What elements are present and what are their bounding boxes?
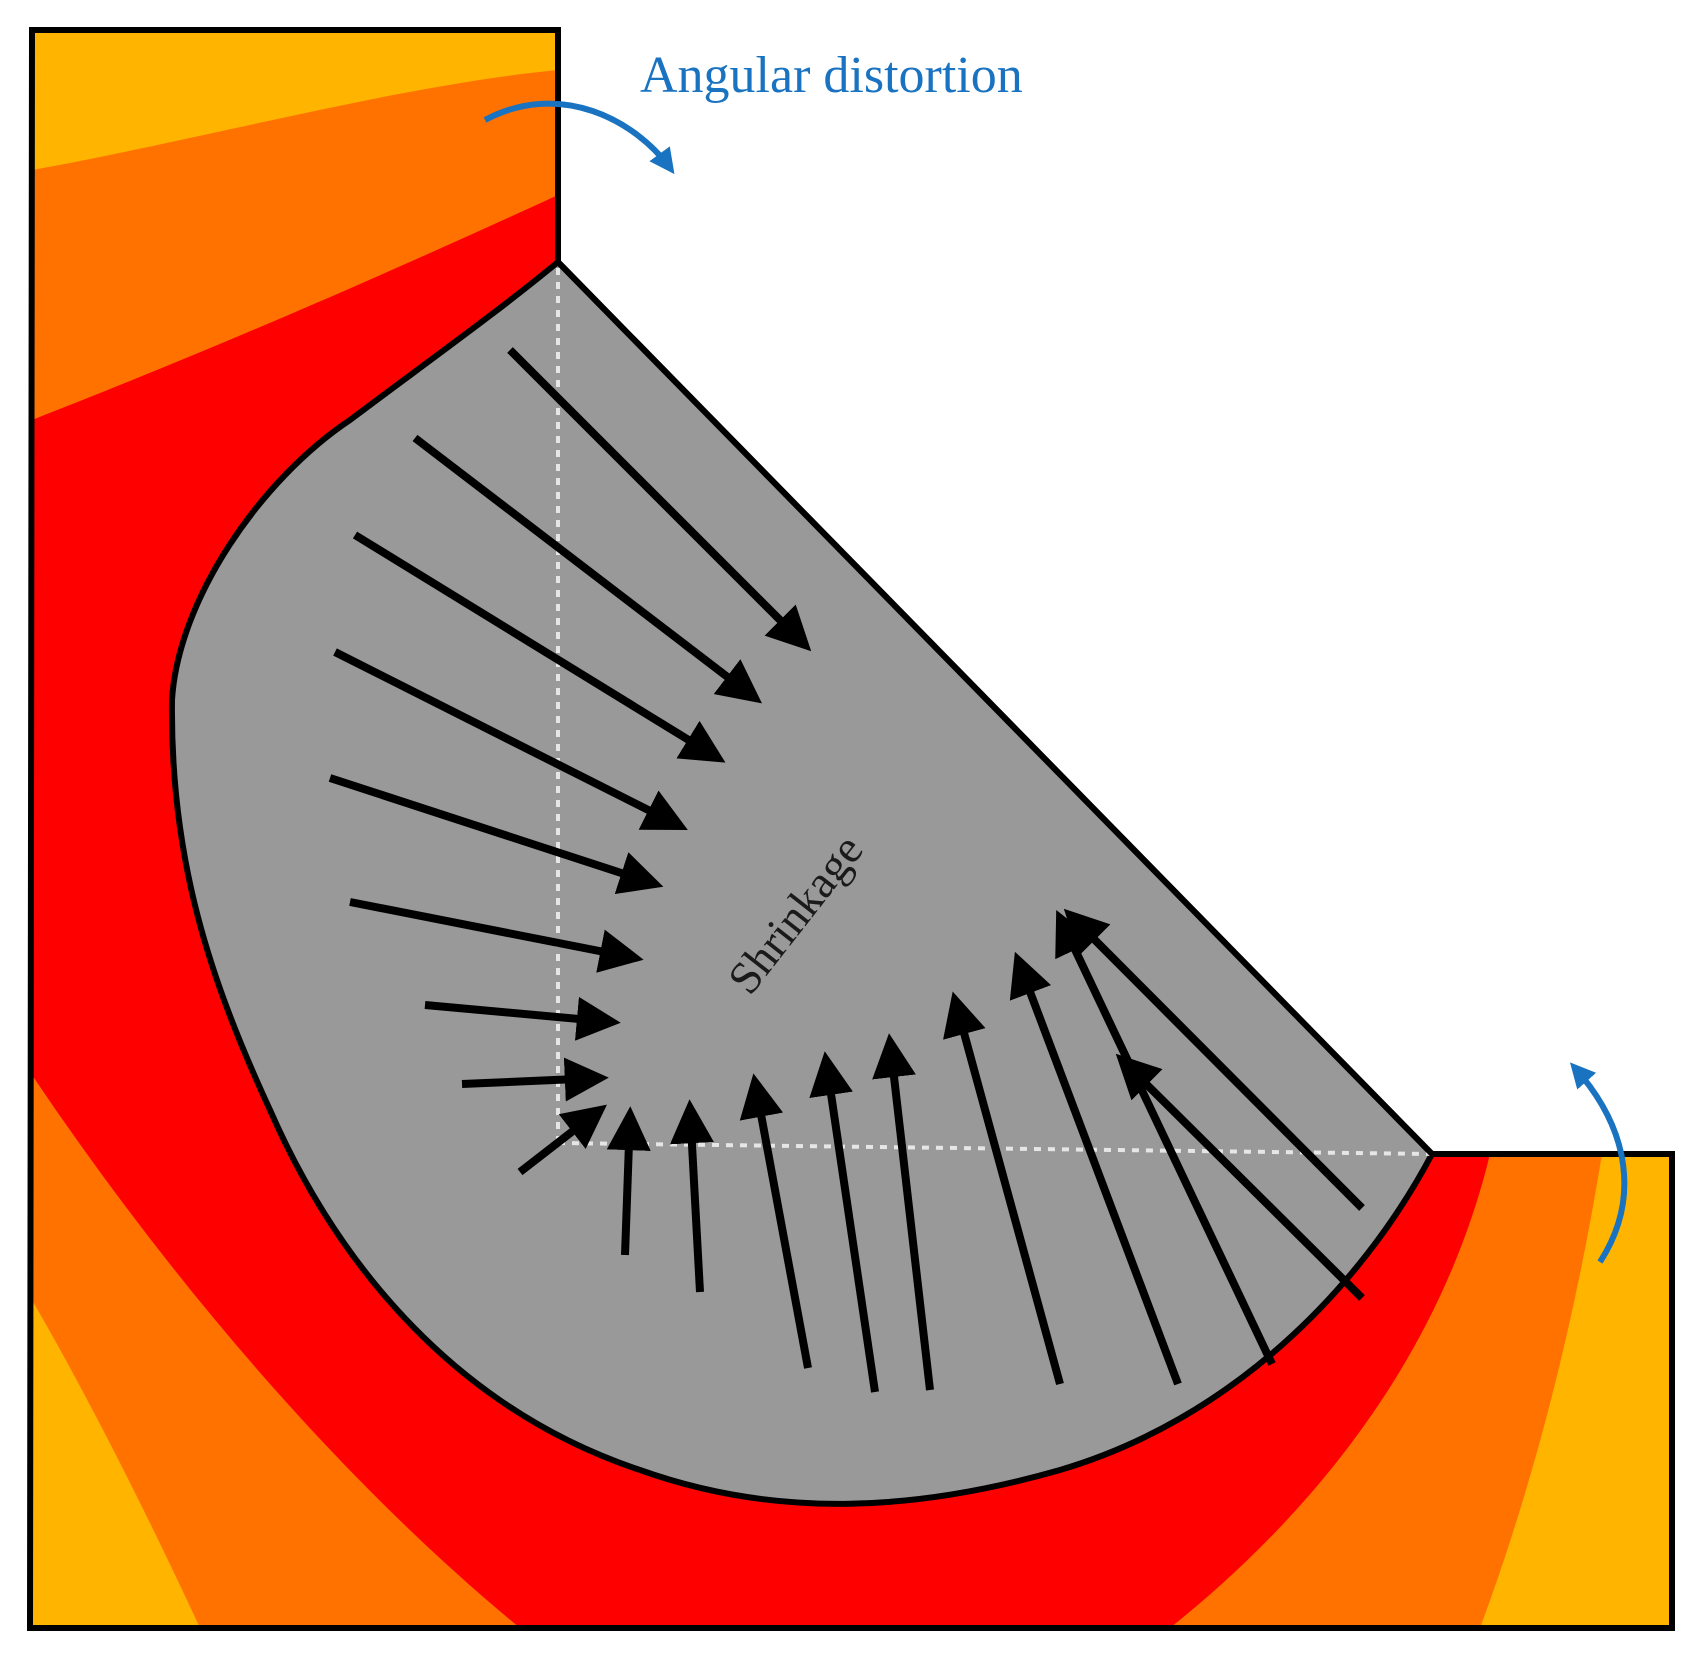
plate-outline bbox=[26, 27, 1675, 1631]
straight-arrow-icon bbox=[517, 1104, 607, 1176]
curved-arrow-icon bbox=[483, 100, 675, 175]
straight-arrow-icon bbox=[352, 531, 726, 763]
straight-arrow-icon bbox=[606, 1106, 651, 1256]
straight-arrow-icon bbox=[943, 991, 1064, 1386]
straight-arrow-icon bbox=[739, 1073, 812, 1369]
straight-arrow-icon bbox=[461, 1057, 609, 1102]
curved-arrow-icon bbox=[1569, 1062, 1628, 1264]
shrinkage-arrows bbox=[328, 347, 1365, 1393]
straight-arrow-icon bbox=[1009, 951, 1182, 1386]
straight-arrow-icon bbox=[1063, 908, 1365, 1211]
straight-arrow-icon bbox=[872, 1033, 934, 1391]
straight-arrow-icon bbox=[349, 898, 644, 973]
straight-arrow-icon bbox=[328, 774, 664, 895]
straight-arrow-icon bbox=[1055, 910, 1276, 1366]
straight-arrow-icon bbox=[333, 648, 688, 830]
straight-arrow-icon bbox=[424, 996, 621, 1041]
straight-arrow-icon bbox=[507, 347, 812, 652]
straight-arrow-icon bbox=[1115, 1053, 1365, 1301]
angular-distortion-label: Angular distortion bbox=[640, 47, 1023, 104]
straight-arrow-icon bbox=[809, 1051, 879, 1393]
weld-bead bbox=[168, 259, 1435, 1507]
straight-arrow-icon bbox=[412, 434, 762, 704]
straight-arrow-icon bbox=[669, 1099, 714, 1293]
